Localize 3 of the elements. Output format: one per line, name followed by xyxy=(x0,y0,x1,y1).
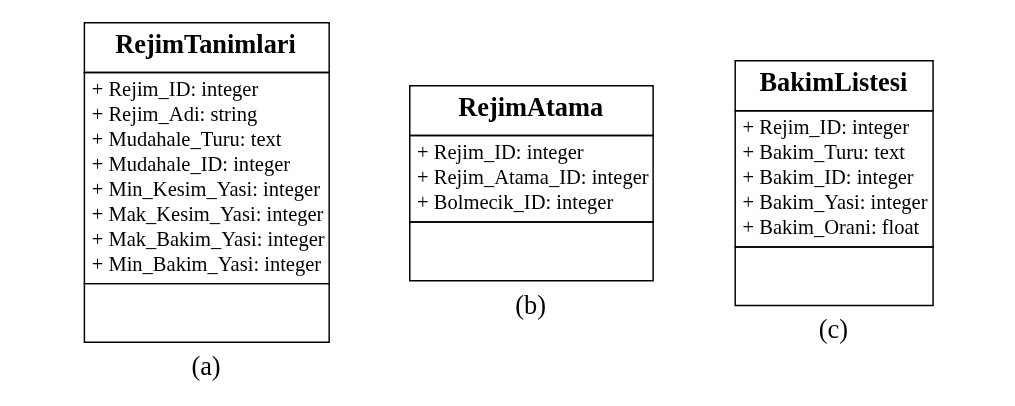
node-label: (c) xyxy=(818,314,848,345)
node-label: (b) xyxy=(514,289,546,320)
node-label: (a) xyxy=(190,351,221,382)
